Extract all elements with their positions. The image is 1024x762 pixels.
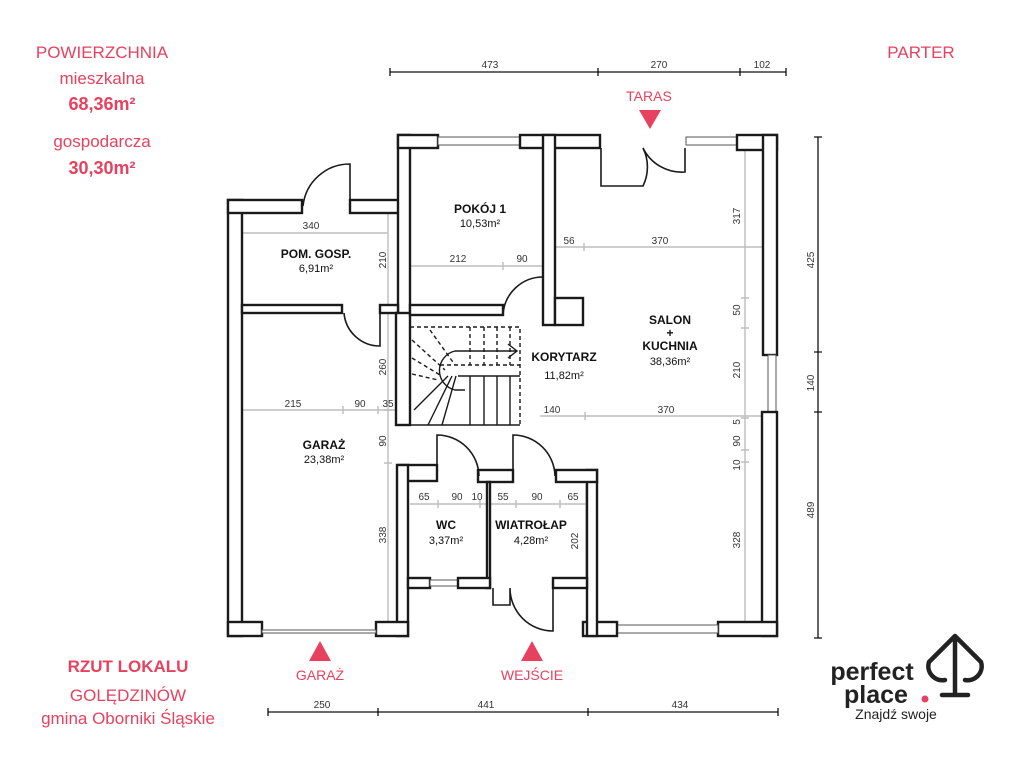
dim-label: 140	[544, 405, 561, 416]
door-pokoj	[502, 276, 544, 316]
dim-label: 338	[378, 526, 389, 543]
floor-label: PARTER	[887, 43, 954, 62]
room-name: POM. GOSP.	[281, 247, 351, 261]
dim-label: 328	[732, 531, 743, 548]
room-area: 4,28m²	[514, 535, 549, 547]
room-area: 6,91m²	[299, 263, 334, 275]
location: GOLĘDZINÓW	[70, 686, 186, 705]
doors	[302, 147, 686, 632]
plan-title: RZUT LOKALU	[68, 657, 189, 676]
interior-dimension-labels: 340 210 212 90 56 370 317 50 210 5 90 10…	[285, 207, 743, 549]
living-value: 68,36m²	[68, 94, 135, 114]
dim-label: 210	[378, 251, 389, 268]
marker-wejscie-label: WEJŚCIE	[501, 666, 563, 683]
dim-label: 50	[732, 304, 743, 316]
room-name: SALON	[649, 313, 691, 327]
dim-label: 370	[652, 236, 669, 247]
logo-tagline: Znajdź swoje	[855, 706, 937, 722]
brand-logo: perfect place Znajdź swoje	[830, 633, 984, 722]
dim-top-1: 473	[482, 60, 499, 71]
room-area: 23,38m²	[304, 454, 345, 466]
taras-arrow-icon	[639, 110, 661, 129]
entrance-arrow-icon	[521, 641, 543, 661]
dim-label: 317	[732, 207, 743, 224]
dim-label: 65	[418, 492, 430, 503]
room-labels: POM. GOSP. 6,91m² POKÓJ 1 10,53m² SALON …	[281, 201, 698, 547]
logo-line1: perfect	[830, 658, 914, 686]
dim-label: 215	[285, 399, 302, 410]
door-taras-right	[642, 147, 686, 173]
dim-label: 56	[563, 236, 575, 247]
room-name: WC	[436, 518, 456, 532]
dim-bottom-2: 441	[478, 700, 495, 711]
dim-label: 35	[382, 399, 394, 410]
utility-value: 30,30m²	[68, 158, 135, 178]
room-name: GARAŻ	[303, 437, 346, 452]
markers: TARAS GARAŻ WEJŚCIE	[296, 88, 672, 683]
room-name: WIATROŁAP	[495, 518, 567, 532]
dim-label: 90	[354, 399, 366, 410]
dim-label: 90	[732, 435, 743, 447]
room-name: POKÓJ 1	[454, 201, 506, 216]
room-area: 10,53m²	[460, 218, 501, 230]
logo-dot	[921, 695, 929, 703]
room-area: 38,36m²	[650, 356, 691, 368]
staircase	[409, 326, 521, 426]
dim-label: 90	[451, 492, 463, 503]
area-summary: POWIERZCHNIA mieszkalna 68,36m² gospodar…	[36, 43, 169, 178]
dim-bottom-3: 434	[672, 700, 689, 711]
dim-label: 340	[303, 221, 320, 232]
garage-arrow-icon	[309, 641, 331, 661]
door-taras-left	[600, 147, 649, 187]
dim-top-3: 102	[754, 60, 771, 71]
living-label: mieszkalna	[59, 69, 145, 88]
dim-right-3: 489	[806, 501, 817, 518]
dim-label: 65	[567, 492, 579, 503]
dim-label: 370	[658, 405, 675, 416]
dim-label: 10	[732, 459, 743, 471]
tree-icon	[926, 633, 984, 698]
dim-bottom-1: 250	[314, 700, 331, 711]
dim-label: 210	[732, 361, 743, 378]
door-wc	[436, 434, 480, 481]
dim-label: 55	[497, 492, 509, 503]
door-wiatrolap	[512, 434, 556, 481]
dim-label: 202	[570, 532, 581, 549]
room-name: KORYTARZ	[531, 350, 596, 364]
logo-line2: place	[844, 681, 908, 709]
room-name-plus: +	[666, 326, 673, 340]
outer-dimensions: 473 270 102 250 441 434 425 140 489	[267, 60, 822, 716]
room-area: 11,82m²	[544, 370, 584, 382]
interior-dimension-lines	[242, 148, 763, 622]
marker-taras-label: TARAS	[626, 88, 672, 104]
door-entry	[492, 587, 554, 632]
utility-label: gospodarcza	[53, 132, 151, 151]
summary-title: POWIERZCHNIA	[36, 43, 169, 62]
dim-label: 90	[516, 254, 528, 265]
walls	[226, 133, 779, 638]
dim-label: 90	[378, 435, 389, 447]
door-pom-gosp	[302, 163, 351, 212]
dim-label: 212	[450, 254, 467, 265]
dim-right-2: 140	[806, 374, 817, 391]
dim-label: 5	[732, 419, 743, 425]
room-area: 3,37m²	[429, 535, 464, 547]
dim-label: 10	[471, 492, 483, 503]
municipality: gmina Oborniki Śląskie	[41, 709, 215, 728]
dim-label: 90	[531, 492, 543, 503]
dim-top-2: 270	[651, 60, 668, 71]
dim-right-1: 425	[806, 251, 817, 268]
marker-garaz-label: GARAŻ	[296, 666, 345, 683]
room-name: KUCHNIA	[642, 339, 698, 353]
door-garage-inner	[343, 312, 381, 347]
footer-info: RZUT LOKALU GOLĘDZINÓW gmina Oborniki Śl…	[41, 657, 215, 728]
dim-label: 260	[378, 358, 389, 375]
